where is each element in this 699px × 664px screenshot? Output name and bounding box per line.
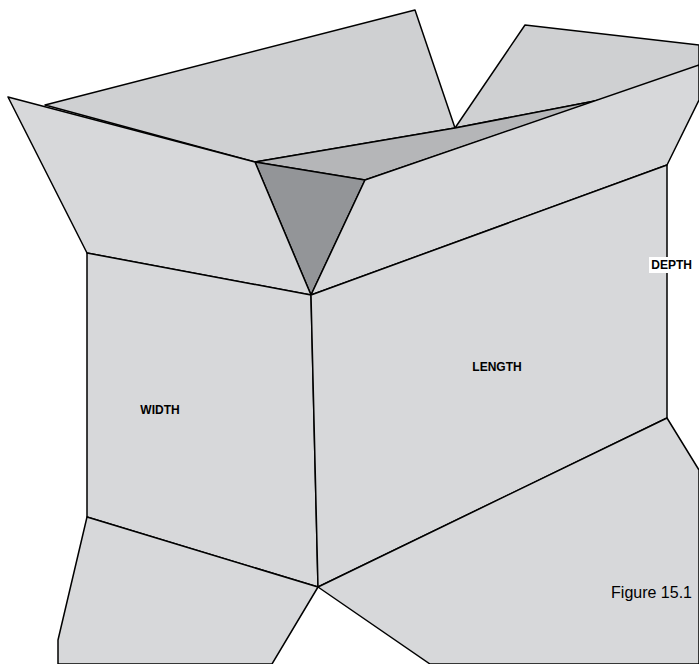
bottom-right-flap: [318, 418, 699, 664]
face-label: LENGTH: [470, 359, 523, 375]
face-label: DEPTH: [649, 257, 694, 273]
bottom-left-flap: [58, 517, 318, 664]
side-flap: [8, 97, 311, 295]
face-label: WIDTH: [138, 402, 181, 418]
figure-caption: Figure 15.1: [608, 583, 695, 603]
